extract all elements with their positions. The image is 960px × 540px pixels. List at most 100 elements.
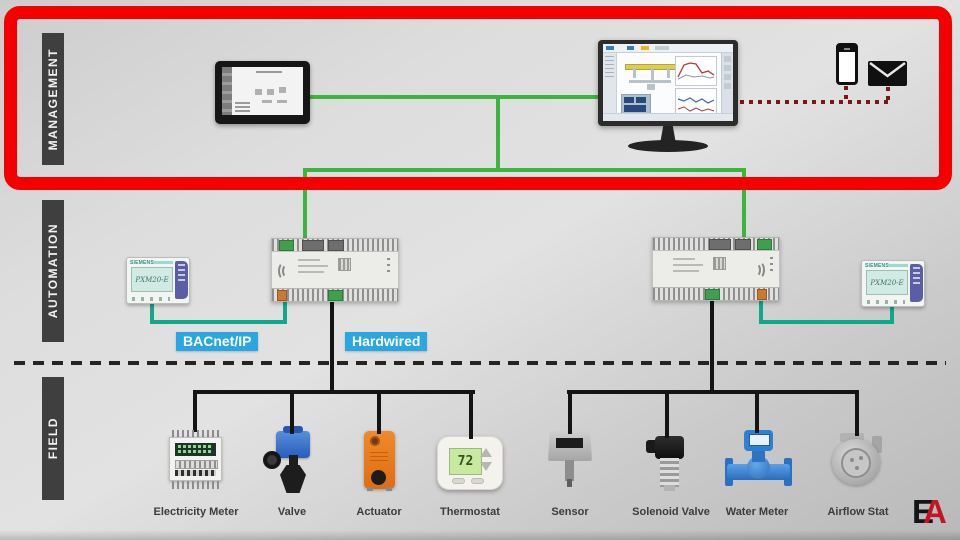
water-meter-neck xyxy=(752,449,765,462)
thermostat-lcd: 72 xyxy=(449,448,482,475)
ddc-controller-right xyxy=(652,237,780,301)
notification-dotted-line xyxy=(740,100,890,104)
actuator-knob xyxy=(371,470,386,485)
controller-green-connector xyxy=(279,240,294,251)
bacnet-line xyxy=(759,320,894,324)
thermostat-button xyxy=(452,478,465,484)
controller-status-leds xyxy=(770,257,773,273)
bacnet-line xyxy=(890,302,894,324)
controller-port xyxy=(302,240,324,251)
controller-top-terminals xyxy=(271,238,399,252)
logo-letter-e: E xyxy=(912,493,935,530)
water-meter-display xyxy=(749,434,770,446)
module-purple-panel xyxy=(910,264,923,302)
screen-plant-pipe xyxy=(633,68,636,78)
controller-body xyxy=(271,251,399,289)
module-purple-panel xyxy=(175,261,188,299)
controller-label-line xyxy=(298,271,324,273)
siemens-pxm-module-right: SIEMENS PXM20-E xyxy=(861,260,925,307)
solenoid-connector xyxy=(646,440,657,453)
management-network-line xyxy=(496,95,500,172)
field-drop-line xyxy=(193,390,197,432)
notification-dotted-line xyxy=(844,86,848,102)
touch-panel-sidebar xyxy=(222,67,232,115)
field-separator-dashed-line xyxy=(14,361,946,365)
meter-lcd xyxy=(175,443,216,456)
controller-orange-connector xyxy=(277,290,287,301)
monitor-screen xyxy=(603,44,733,121)
smartphone-icon xyxy=(836,43,858,85)
field-label-sensor: Sensor xyxy=(551,506,589,518)
bacnet-line xyxy=(150,320,287,324)
controller-port xyxy=(328,240,344,251)
controller-label-line xyxy=(298,265,328,267)
controller-logo-arcs xyxy=(753,259,765,279)
screen-plant-unit xyxy=(647,84,655,90)
module-screen: PXM20-E xyxy=(866,270,908,295)
siemens-brand-text: SIEMENS xyxy=(865,263,889,269)
management-network-line xyxy=(307,95,600,99)
field-device-solenoid-valve xyxy=(655,436,684,459)
controller-port xyxy=(709,239,731,250)
meter-terminal-row xyxy=(175,470,216,476)
touch-panel-display xyxy=(215,61,310,124)
thermostat-up-button xyxy=(480,448,492,457)
controller-label-line xyxy=(673,270,699,272)
ddc-controller-left xyxy=(271,238,399,302)
touch-panel-widget xyxy=(262,100,272,103)
controller-bottom-terminals xyxy=(271,288,399,302)
actuator-label-lines xyxy=(370,452,388,462)
controller-label-line xyxy=(673,264,703,266)
touch-panel-list xyxy=(235,102,250,112)
actuator-dial xyxy=(370,436,380,446)
meter-terminals-bottom xyxy=(172,481,219,489)
hardwired-label: Hardwired xyxy=(345,332,428,351)
controller-qr-code xyxy=(713,257,726,270)
controller-label-line xyxy=(673,258,695,260)
management-network-line xyxy=(303,168,307,240)
toolbar-chip xyxy=(606,46,614,50)
siemens-pxm-module-left: SIEMENS PXM20-E xyxy=(126,257,190,304)
company-logo: E A xyxy=(912,495,947,528)
module-top-bar xyxy=(888,264,908,267)
field-drop-line xyxy=(665,390,669,438)
actuator-feet xyxy=(367,487,392,491)
layer-label-automation: AUTOMATION xyxy=(46,223,60,319)
screen-right-panel xyxy=(721,53,733,113)
meter-terminals-top xyxy=(172,430,219,438)
bacnet-ip-label: BACnet/IP xyxy=(176,332,259,351)
screen-trend-chart-top xyxy=(675,56,717,86)
bacnet-line xyxy=(759,299,763,324)
field-device-thermostat: 72 xyxy=(437,436,503,490)
bms-workstation-monitor xyxy=(598,40,738,152)
field-drop-line xyxy=(568,390,572,434)
thermostat-down-button xyxy=(480,462,492,471)
field-label-thermostat: Thermostat xyxy=(440,506,500,518)
screen-control-panel-graphic xyxy=(621,94,651,116)
airflow-stat-inner-ring xyxy=(841,448,871,478)
field-device-valve-actuator-head xyxy=(276,426,310,458)
module-buttons xyxy=(867,300,905,304)
screen-status-bar xyxy=(603,113,733,121)
controller-green-connector xyxy=(328,290,343,301)
controller-qr-code xyxy=(338,258,351,271)
touch-panel-widget xyxy=(279,87,286,93)
airflow-stat-bracket-side xyxy=(872,436,882,453)
field-label-water-meter: Water Meter xyxy=(725,506,789,518)
field-drop-line xyxy=(290,390,294,434)
airflow-stat-bracket-top xyxy=(840,433,864,442)
toolbar-chip xyxy=(627,46,634,50)
field-drop-line xyxy=(469,390,473,439)
controller-top-terminals xyxy=(652,237,780,251)
hardwired-line xyxy=(330,299,334,392)
sensor-probe xyxy=(565,460,574,481)
field-label-actuator: Actuator xyxy=(356,506,402,518)
valve-stem xyxy=(289,455,298,469)
touch-panel-widget xyxy=(267,89,274,95)
field-bus-right xyxy=(567,390,859,394)
management-network-line xyxy=(303,168,746,172)
module-model-text: PXM20-E xyxy=(870,278,904,287)
touch-panel-titlebar xyxy=(256,71,282,73)
field-label-electricity-meter: Electricity Meter xyxy=(153,506,239,518)
